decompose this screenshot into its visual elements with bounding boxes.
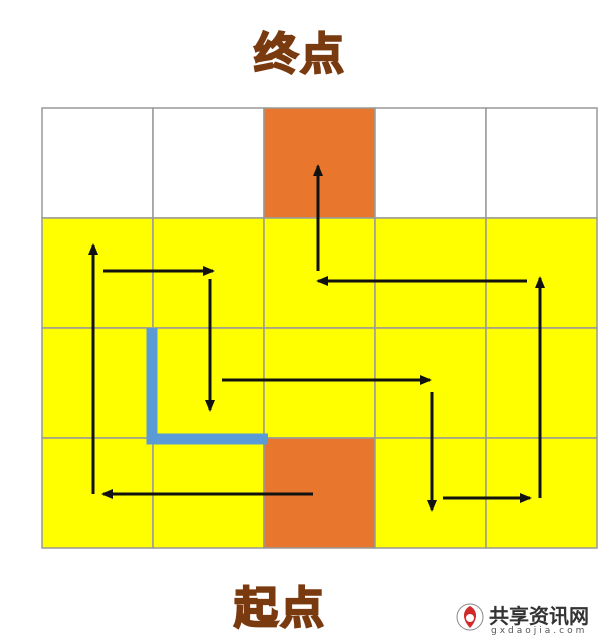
grid-cell-r0-c4 (485, 107, 598, 219)
grid-cell-r0-c1 (152, 107, 265, 219)
end-label: 终点 (253, 28, 346, 81)
watermark-title: 共享资讯网 (489, 604, 589, 628)
grid-cell-r2-c2 (263, 327, 376, 439)
grid-cells (41, 107, 598, 549)
watermark-url: gxdaojia.com (491, 626, 588, 636)
watermark: 共享资讯网 gxdaojia.com (455, 600, 600, 639)
grid-cell-r1-c3 (374, 217, 487, 329)
grid-cell-r0-c0 (41, 107, 154, 219)
path-arrows (88, 164, 545, 512)
start-label: 起点 (233, 582, 326, 635)
watermark-logo-icon (456, 603, 484, 631)
grid-cell-r2-c0 (41, 327, 154, 439)
grid-cell-r0-c3 (374, 107, 487, 219)
wall-segment (146, 328, 268, 445)
grid-cell-r1-c0 (41, 217, 154, 329)
blocked-wall (146, 328, 268, 445)
